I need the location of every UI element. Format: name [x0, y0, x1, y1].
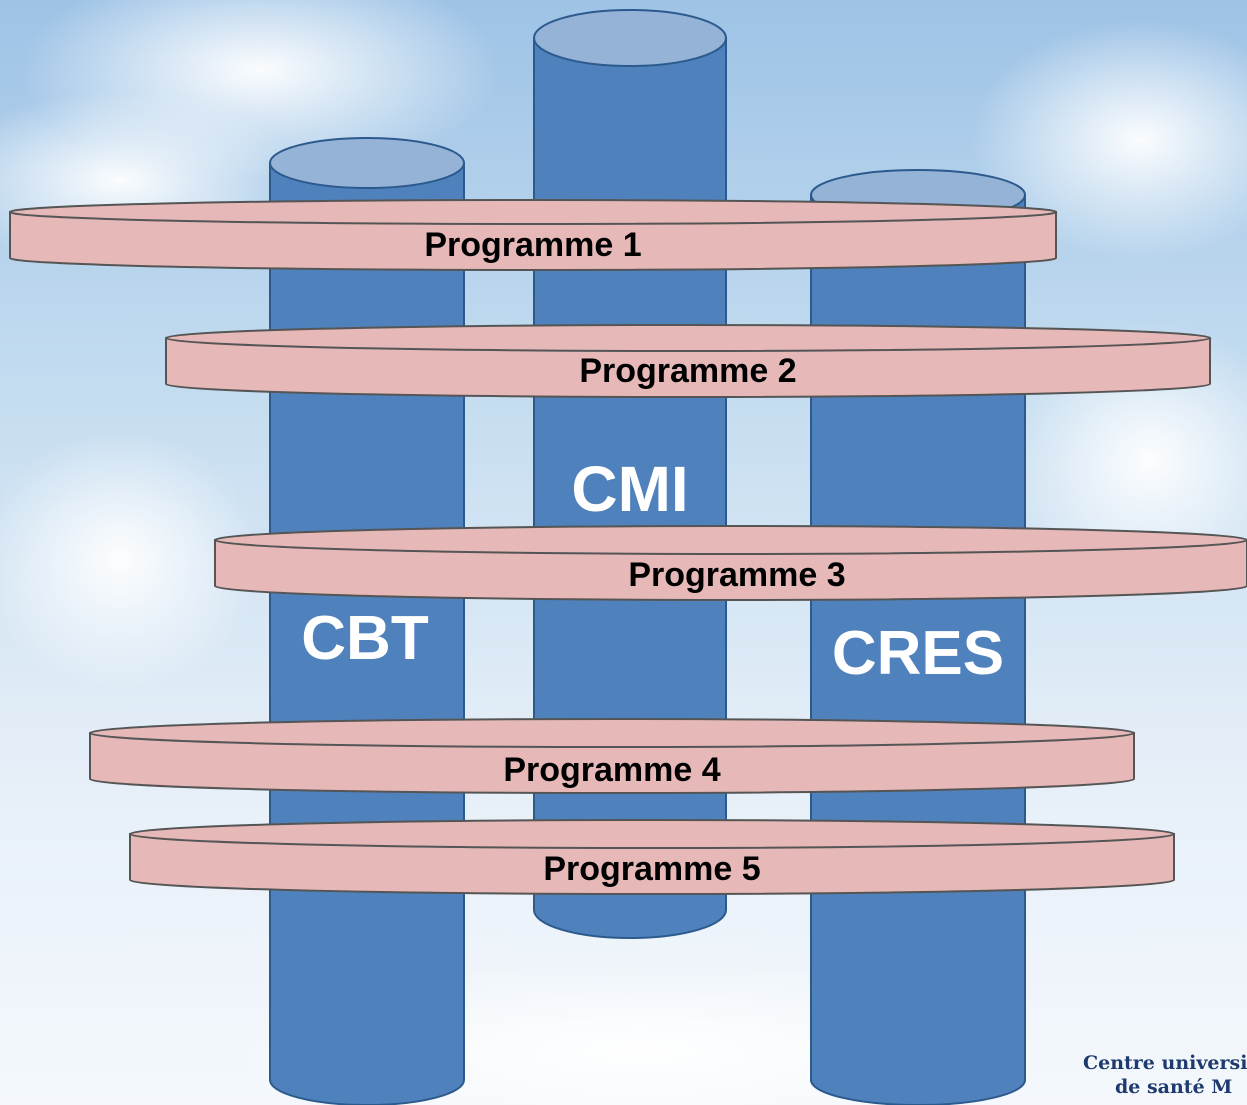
programme-ring-4: Programme 4 [89, 718, 1135, 794]
programme-label: Programme 2 [579, 352, 796, 390]
programme-ring-3: Programme 3 [214, 525, 1247, 601]
programme-label: Programme 5 [543, 850, 760, 888]
footer-text-line-2: de santé M [1115, 1076, 1233, 1098]
programme-ring-5: Programme 5 [129, 819, 1175, 895]
programme-label: Programme 4 [503, 751, 720, 789]
footer-text-line-1: Centre universi [1083, 1052, 1247, 1074]
programme-ring-2: Programme 2 [165, 324, 1211, 398]
programme-ring-1: Programme 1 [9, 199, 1057, 271]
pillar-label-cmi: CMI [571, 453, 688, 525]
programme-label: Programme 1 [424, 226, 641, 264]
pillar-label-cres: CRES [832, 619, 1004, 688]
programme-label: Programme 3 [628, 556, 845, 594]
pillar-label-cbt: CBT [301, 604, 429, 673]
